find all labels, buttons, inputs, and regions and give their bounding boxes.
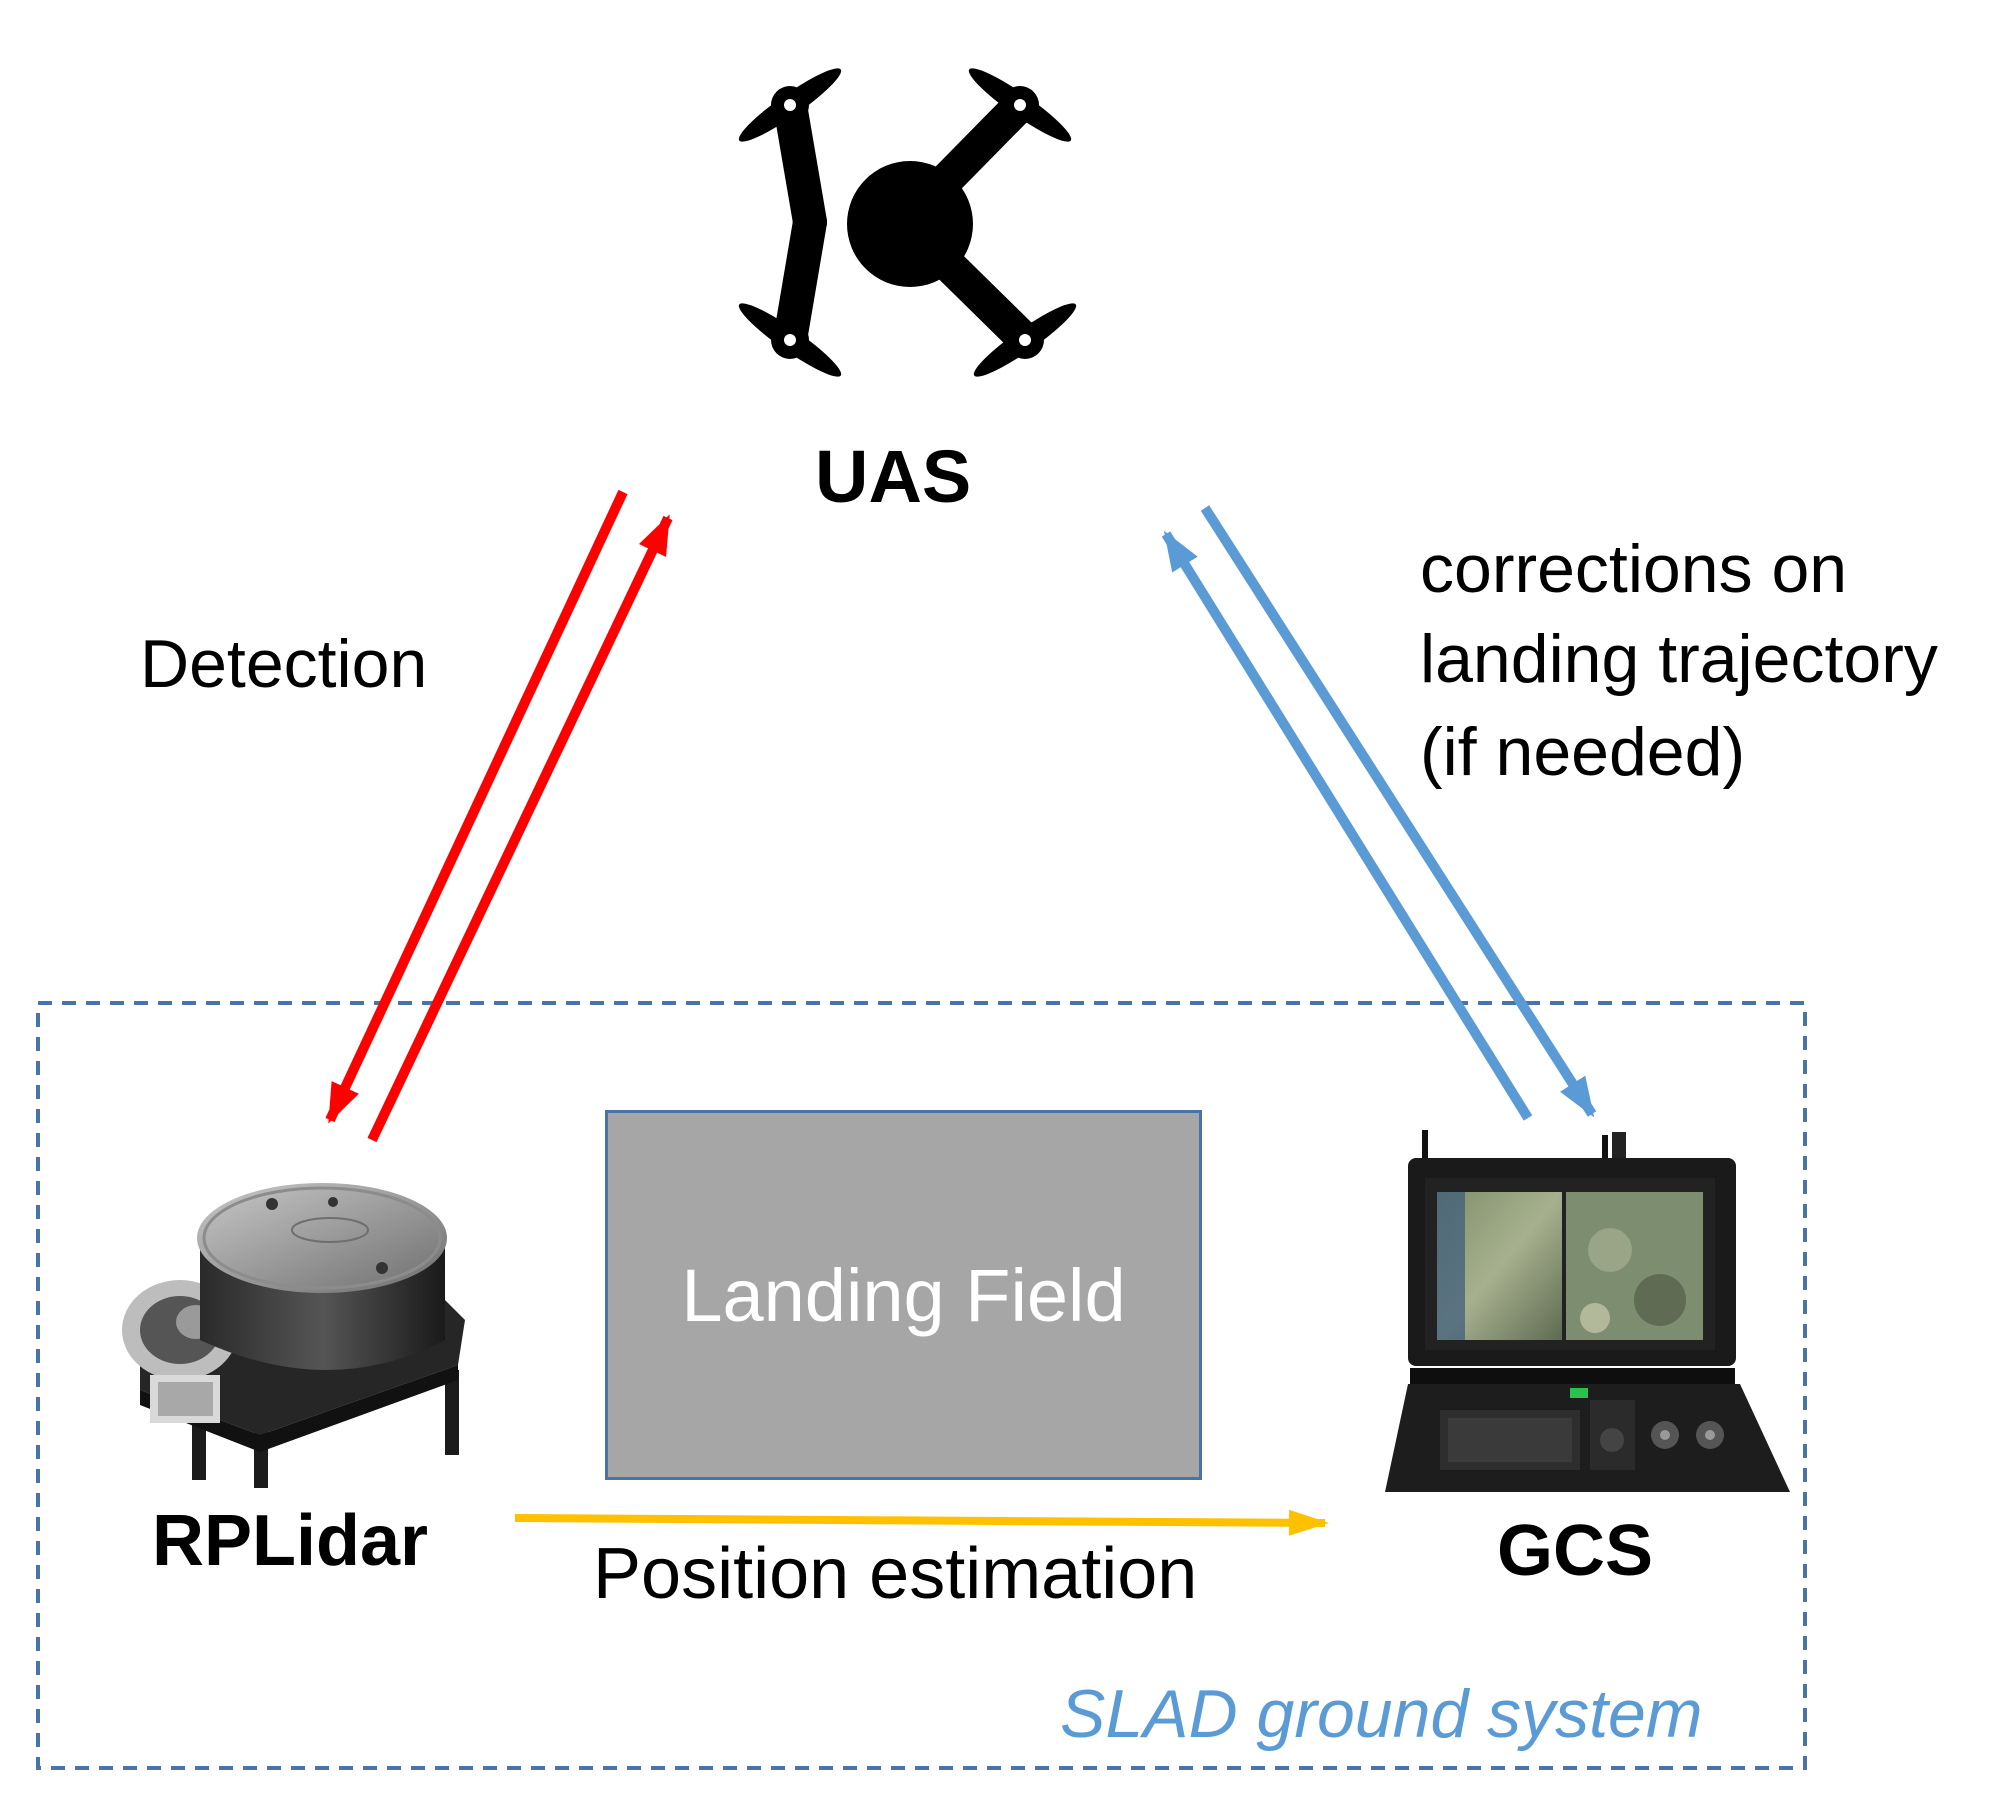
detection-label: Detection xyxy=(140,626,428,702)
ground-control-station-icon xyxy=(1385,1130,1790,1492)
gcs-label: GCS xyxy=(1497,1511,1654,1591)
position-arrow xyxy=(514,1509,1329,1536)
detection-arrow-down xyxy=(325,489,628,1124)
system-group-label: SLAD ground system xyxy=(1060,1676,1703,1752)
uas-label: UAS xyxy=(815,435,972,518)
position-estimation-label: Position estimation xyxy=(593,1534,1198,1614)
corrections-label-line-1: corrections on xyxy=(1420,531,1848,607)
detection-arrow-up xyxy=(367,514,673,1143)
corrections-arrow-down xyxy=(1200,505,1597,1118)
system-boundary xyxy=(36,1001,1807,1770)
landing-field: Landing Field xyxy=(605,1110,1202,1480)
rplidar-label: RPLidar xyxy=(152,1501,429,1581)
rplidar-sensor-icon xyxy=(122,1183,465,1488)
quadcopter-drone-icon xyxy=(738,68,1077,377)
landing-field-label: Landing Field xyxy=(681,1253,1126,1337)
corrections-arrow-up xyxy=(1161,530,1533,1121)
corrections-label-line-2: landing trajectory xyxy=(1420,621,1938,697)
corrections-label-line-3: (if needed) xyxy=(1420,714,1746,790)
